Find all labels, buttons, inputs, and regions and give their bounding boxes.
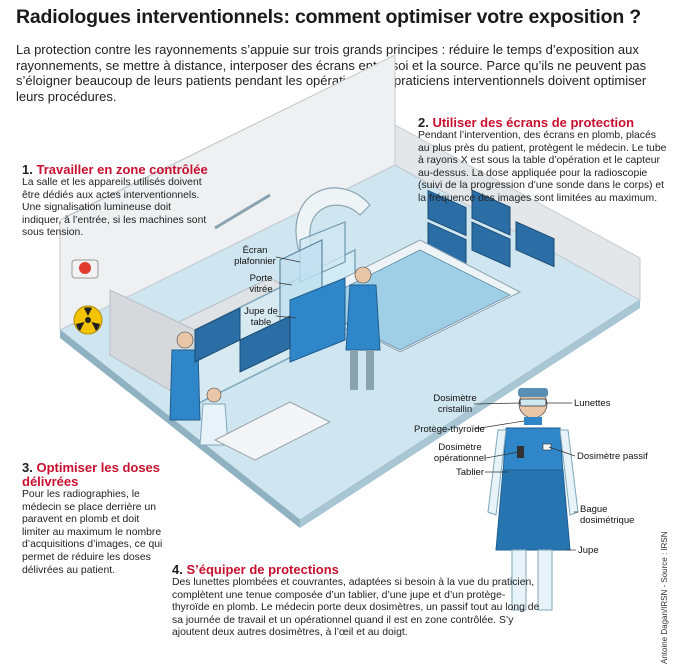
label-glass-door: Porte vitrée bbox=[249, 273, 273, 295]
section-3: 3. Optimiser les doses délivrées Pour le… bbox=[22, 461, 167, 577]
section-1-text: La salle et les appareils utilisés doive… bbox=[22, 177, 207, 239]
c-arm bbox=[295, 187, 371, 256]
label-protege-thyroide: Protège-thyroïde bbox=[414, 424, 485, 435]
section-4-text: Des lunettes plombées et couvrantes, ada… bbox=[172, 577, 540, 639]
floor-front-edge-left bbox=[60, 330, 300, 528]
section-2-heading: 2. Utiliser des écrans de protection bbox=[418, 116, 670, 130]
ceiling-arm bbox=[214, 193, 271, 230]
label-lunettes: Lunettes bbox=[574, 398, 611, 409]
radiation-warning-icon bbox=[73, 305, 103, 335]
section-4-number: 4. bbox=[172, 562, 183, 577]
section-3-title: Optimiser les doses délivrées bbox=[22, 460, 161, 489]
label-bague-dosimetrique: Bague dosimétrique bbox=[580, 504, 635, 526]
section-2-title: Utiliser des écrans de protection bbox=[432, 115, 635, 130]
section-2-number: 2. bbox=[418, 115, 429, 130]
wall-monitors bbox=[427, 189, 555, 269]
warning-light-icon bbox=[71, 259, 99, 279]
label-dosimetre-operationnel: Dosimètre opérationnel bbox=[433, 442, 487, 464]
label-leader-lines bbox=[275, 256, 578, 551]
label-ceiling-screen: Écran plafonnier bbox=[234, 245, 276, 267]
section-3-text: Pour les radiographies, le médecin se pl… bbox=[22, 489, 163, 576]
label-jupe: Jupe bbox=[578, 545, 599, 556]
section-3-heading: 3. Optimiser les doses délivrées bbox=[22, 461, 167, 489]
label-dosimetre-cristallin: Dosimètre cristallin bbox=[433, 393, 477, 415]
section-4: 4. S’équiper de protections Des lunettes… bbox=[172, 563, 542, 640]
image-credit: Antoine Dagan/IRSN - Source : IRSN bbox=[660, 531, 669, 664]
right-back-wall bbox=[394, 124, 641, 301]
section-4-title: S’équiper de protections bbox=[186, 562, 339, 577]
section-1-title: Travailler en zone contrôlée bbox=[36, 162, 208, 177]
section-1: 1. Travailler en zone contrôlée La salle… bbox=[22, 163, 212, 240]
intro-paragraph: La protection contre les rayonnements s’… bbox=[16, 42, 647, 104]
page-title: Radiologues interventionnels: comment op… bbox=[16, 6, 641, 28]
section-4-heading: 4. S’équiper de protections bbox=[172, 563, 542, 577]
label-dosimetre-passif: Dosimètre passif bbox=[577, 451, 648, 462]
section-2: 2. Utiliser des écrans de protection Pen… bbox=[418, 116, 670, 206]
section-1-heading: 1. Travailler en zone contrôlée bbox=[22, 163, 212, 177]
control-room-staff bbox=[169, 307, 332, 461]
section-3-number: 3. bbox=[22, 460, 33, 475]
floor-front-edge-right bbox=[300, 300, 640, 528]
label-tablier: Tablier bbox=[456, 467, 484, 478]
doctor-at-table bbox=[345, 266, 381, 390]
section-2-text: Pendant l’intervention, des écrans en pl… bbox=[418, 130, 667, 204]
left-wall-top bbox=[60, 52, 401, 220]
label-table-skirt: Jupe de table bbox=[244, 306, 278, 328]
section-1-number: 1. bbox=[22, 162, 33, 177]
